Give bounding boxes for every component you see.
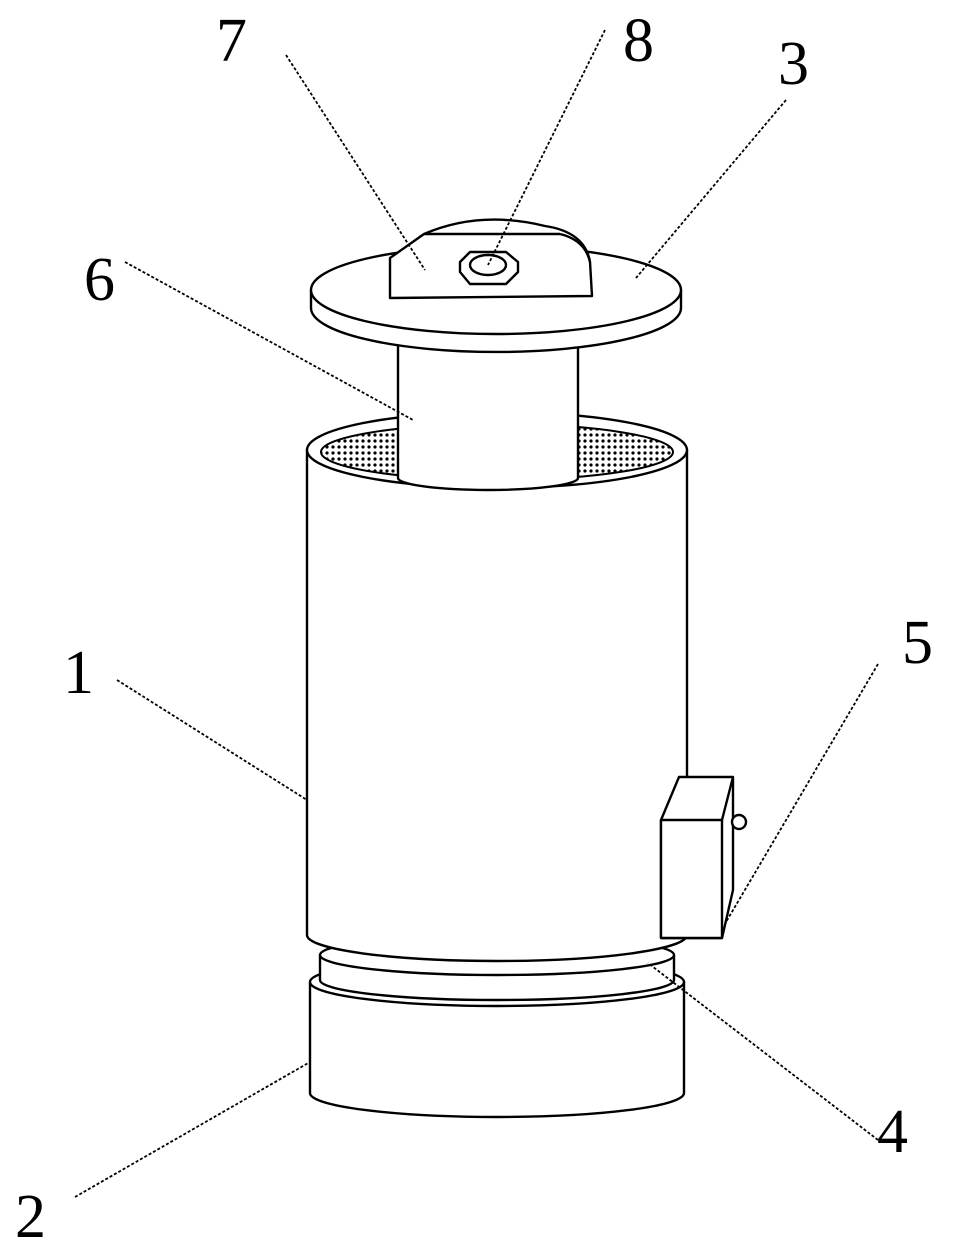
leader-5 — [725, 663, 879, 923]
callout-4: 4 — [877, 1098, 908, 1166]
leader-7 — [285, 54, 426, 271]
leader-4 — [647, 962, 879, 1141]
callout-3: 3 — [778, 30, 809, 98]
leader-8 — [487, 29, 606, 266]
callout-1: 1 — [63, 639, 94, 707]
main-body — [305, 410, 689, 963]
support-column — [396, 328, 580, 492]
callout-2: 2 — [15, 1183, 46, 1250]
leader-3 — [635, 99, 787, 279]
leader-2 — [74, 1061, 311, 1198]
callout-8: 8 — [623, 7, 654, 75]
control-box — [659, 775, 748, 940]
callout-5: 5 — [902, 609, 933, 677]
leader-lines — [74, 29, 879, 1198]
callout-7: 7 — [216, 7, 247, 75]
callout-6: 6 — [84, 246, 115, 314]
leader-1 — [116, 679, 308, 801]
knob — [458, 250, 520, 286]
